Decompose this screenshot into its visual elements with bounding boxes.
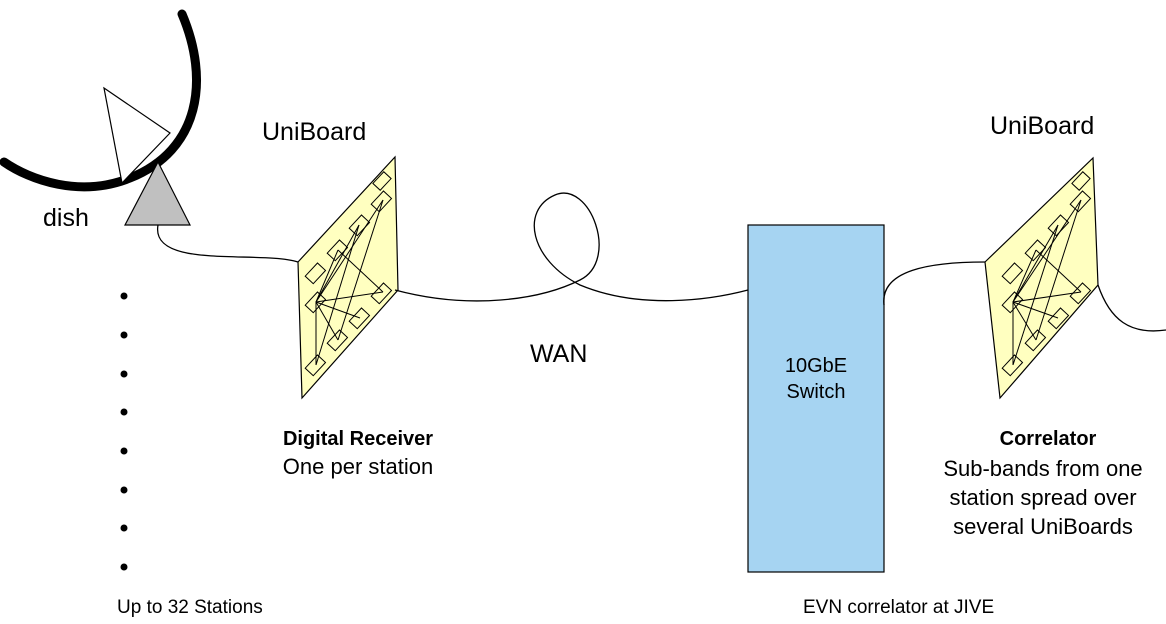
- station-dot: [120, 408, 128, 416]
- station-dot: [120, 486, 128, 494]
- correlator-desc-line: station spread over: [949, 485, 1137, 510]
- station-dot: [120, 524, 128, 532]
- cable-switch-to-correlator: [883, 261, 986, 306]
- cable-dish-to-receiver: [157, 224, 299, 263]
- switch-label-line2: Switch: [786, 381, 846, 403]
- station-dot: [120, 370, 128, 378]
- switch-box: [747, 224, 885, 573]
- correlator-desc-line: Sub-bands from one: [943, 456, 1143, 481]
- dish-label: dish: [43, 204, 89, 232]
- receiver-description: One per station: [282, 454, 434, 479]
- station-dot: [120, 292, 128, 300]
- correlator-desc-line: several UniBoards: [953, 514, 1133, 539]
- uniboard-right-label: UniBoard: [990, 112, 1095, 140]
- correlator-title: Correlator: [999, 428, 1097, 450]
- station-dot: [120, 447, 128, 455]
- dish-feed-support: [103, 86, 171, 185]
- uniboard-left: [297, 155, 399, 400]
- cable-wan: [394, 192, 749, 302]
- uniboard-left-label: UniBoard: [262, 118, 367, 146]
- correlator-description: Sub-bands from one station spread over s…: [943, 454, 1142, 541]
- receiver-title: Digital Receiver: [282, 428, 434, 450]
- wan-label: WAN: [530, 340, 588, 368]
- evn-caption: EVN correlator at JIVE: [803, 597, 995, 618]
- station-dot: [120, 331, 128, 339]
- station-dots: [120, 292, 128, 571]
- uniboard-right: [984, 156, 1099, 400]
- switch-label-line1: 10GbE: [784, 355, 848, 377]
- station-dot: [120, 563, 128, 571]
- switch-label: 10GbE Switch: [785, 353, 847, 405]
- dish-reflector: [0, 9, 202, 192]
- stations-caption: Up to 32 Stations: [117, 597, 263, 618]
- cable-correlator-out: [1097, 284, 1166, 332]
